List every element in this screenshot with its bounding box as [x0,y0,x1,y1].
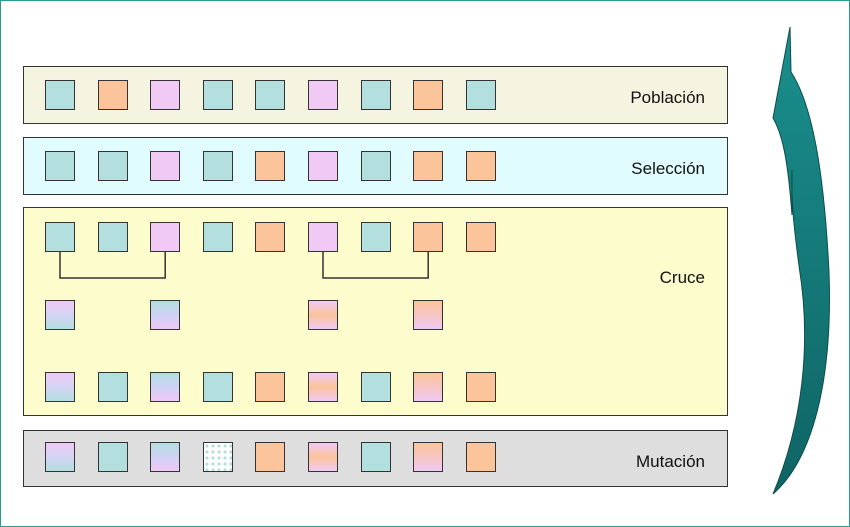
cycle-arrow-body [772,26,830,495]
pairing-bracket [322,252,429,279]
poblacion-band: Población [23,66,728,124]
poblacion-cell [360,80,391,110]
cruce-result-cell [202,372,233,402]
mutacion-cell [360,442,391,472]
cruce-result-cell [465,372,496,402]
poblacion-label: Población [630,88,705,107]
cruce-parent-cell [202,222,233,252]
cruce-parent-cell [97,222,128,252]
poblacion-cell [255,80,286,110]
mutacion-cell [465,442,496,472]
cruce-result-cell [308,372,338,402]
seleccion-cell [413,151,444,181]
cruce-result-cell [360,372,391,402]
cruce-offspring-cell [45,300,75,330]
pairing-bracket [59,252,166,279]
cruce-parent-cell [45,222,75,252]
seleccion-cell [45,151,75,181]
poblacion-cell [465,80,496,110]
mutacion-cell [308,442,338,472]
mutacion-label: Mutación [636,452,705,471]
cruce-parent-cell [465,222,496,252]
cruce-parent-cell [360,222,391,252]
poblacion-cell [308,80,338,110]
seleccion-cell [202,151,233,181]
mutacion-cell [45,442,75,472]
mutacion-cell [97,442,128,472]
mutacion-band: Mutación [23,430,728,487]
seleccion-cell [97,151,128,181]
cruce-parent-cell [255,222,286,252]
cruce-result-cell [255,372,286,402]
poblacion-cell [150,80,181,110]
mutacion-cell [413,442,444,472]
mutacion-cell [150,442,181,472]
poblacion-cell [202,80,233,110]
seleccion-cell [360,151,391,181]
poblacion-cell [45,80,75,110]
seleccion-label: Selección [631,159,705,178]
seleccion-cell [465,151,496,181]
cruce-result-cell [97,372,128,402]
seleccion-cell [255,151,286,181]
cruce-offspring-cell [308,300,338,330]
mutacion-cell [255,442,286,472]
mutated-cell [202,442,233,472]
poblacion-cell [97,80,128,110]
cruce-result-cell [45,372,75,402]
cruce-offspring-cell [150,300,181,330]
seleccion-cell [308,151,338,181]
cruce-parent-cell [413,222,444,252]
cruce-result-cell [413,372,444,402]
cruce-label: Cruce [659,268,705,287]
cruce-result-cell [150,372,181,402]
seleccion-cell [150,151,181,181]
cruce-parent-cell [150,222,181,252]
cruce-offspring-cell [413,300,444,330]
poblacion-cell [413,80,444,110]
cruce-parent-cell [308,222,338,252]
